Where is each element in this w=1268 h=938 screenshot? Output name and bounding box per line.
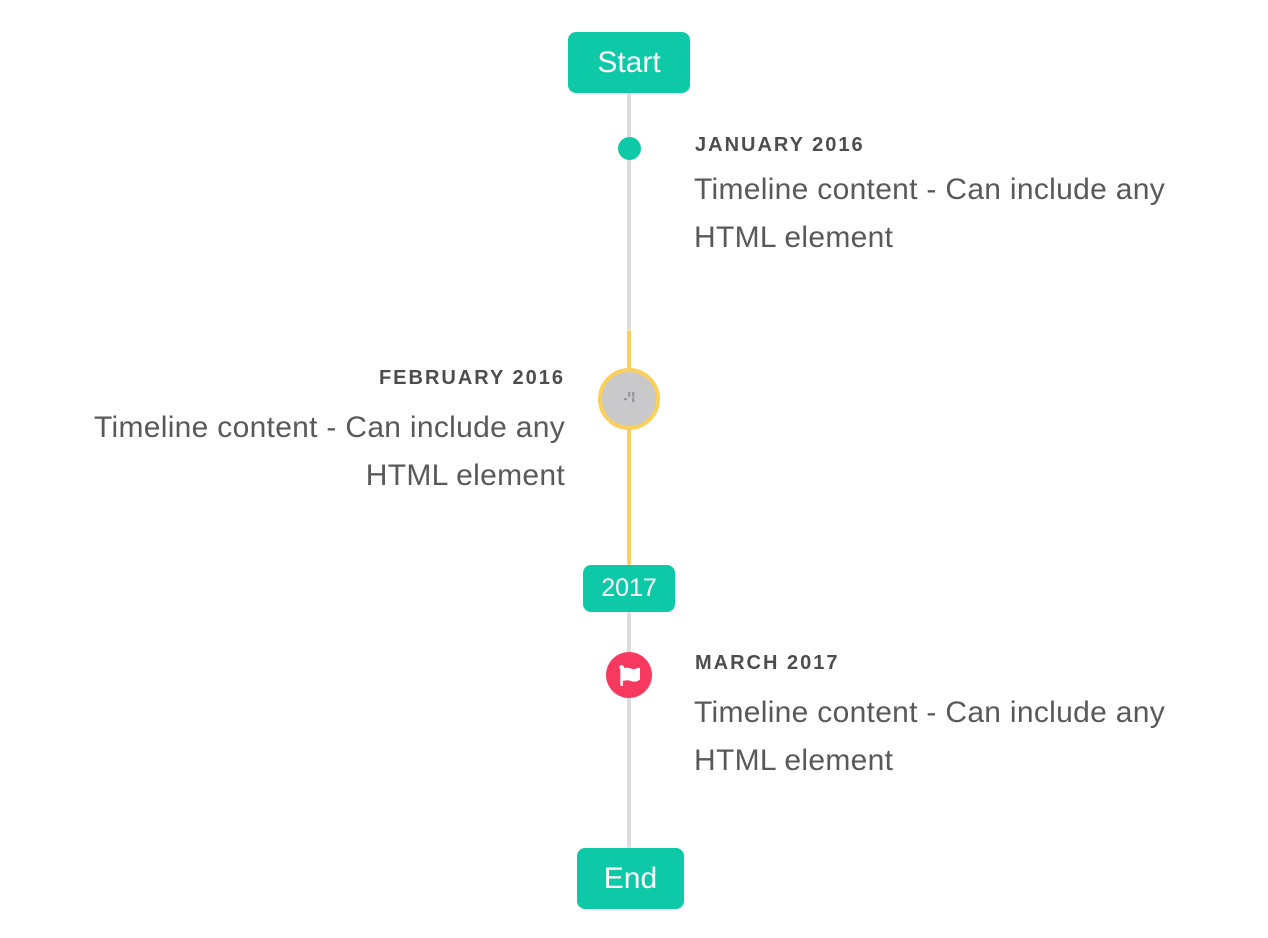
timeline-line-top <box>627 93 631 330</box>
end-badge[interactable]: End <box>577 848 684 909</box>
entry-date-january-2016: JANUARY 2016 <box>695 134 865 156</box>
flag-marker <box>606 652 652 698</box>
timeline-line-highlighted <box>627 330 631 565</box>
broken-image-icon <box>621 389 637 410</box>
timeline-line-bottom <box>627 612 631 848</box>
image-circle-marker <box>598 368 660 430</box>
entry-date-march-2017: MARCH 2017 <box>695 652 840 674</box>
entry-content-january-2016: Timeline content - Can include any HTML … <box>694 173 1165 254</box>
start-badge[interactable]: Start <box>568 32 690 93</box>
entry-date-february-2016: FEBRUARY 2016 <box>378 367 565 389</box>
entry-content-february-2016: Timeline content - Can include any HTML … <box>94 411 565 492</box>
entry-content-march-2017: Timeline content - Can include any HTML … <box>694 696 1165 777</box>
flag-icon <box>618 664 640 686</box>
year-badge-2017[interactable]: 2017 <box>583 565 675 612</box>
teal-dot-marker <box>618 137 641 160</box>
